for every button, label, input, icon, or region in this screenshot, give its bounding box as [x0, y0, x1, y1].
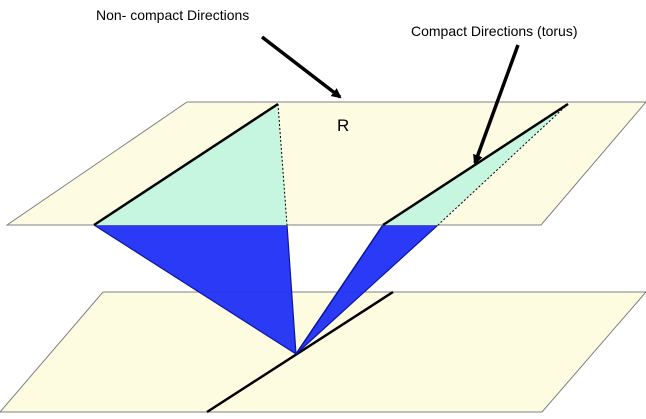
upper-plane-line-left [93, 102, 279, 227]
non-compact-arrow [260, 35, 342, 99]
compact-label: Compact Directions (torus) [411, 23, 578, 39]
lower-plane-line [206, 290, 394, 414]
r-label: R [337, 116, 349, 135]
wedge-intersection-line [295, 224, 384, 355]
lower-plane [0, 291, 646, 413]
large-wedge-dotted-edge [277, 103, 288, 226]
compact-arrow [473, 44, 520, 165]
non-compact-label: Non- compact Directions [96, 7, 249, 23]
small-wedge-dotted-edge [437, 103, 569, 226]
